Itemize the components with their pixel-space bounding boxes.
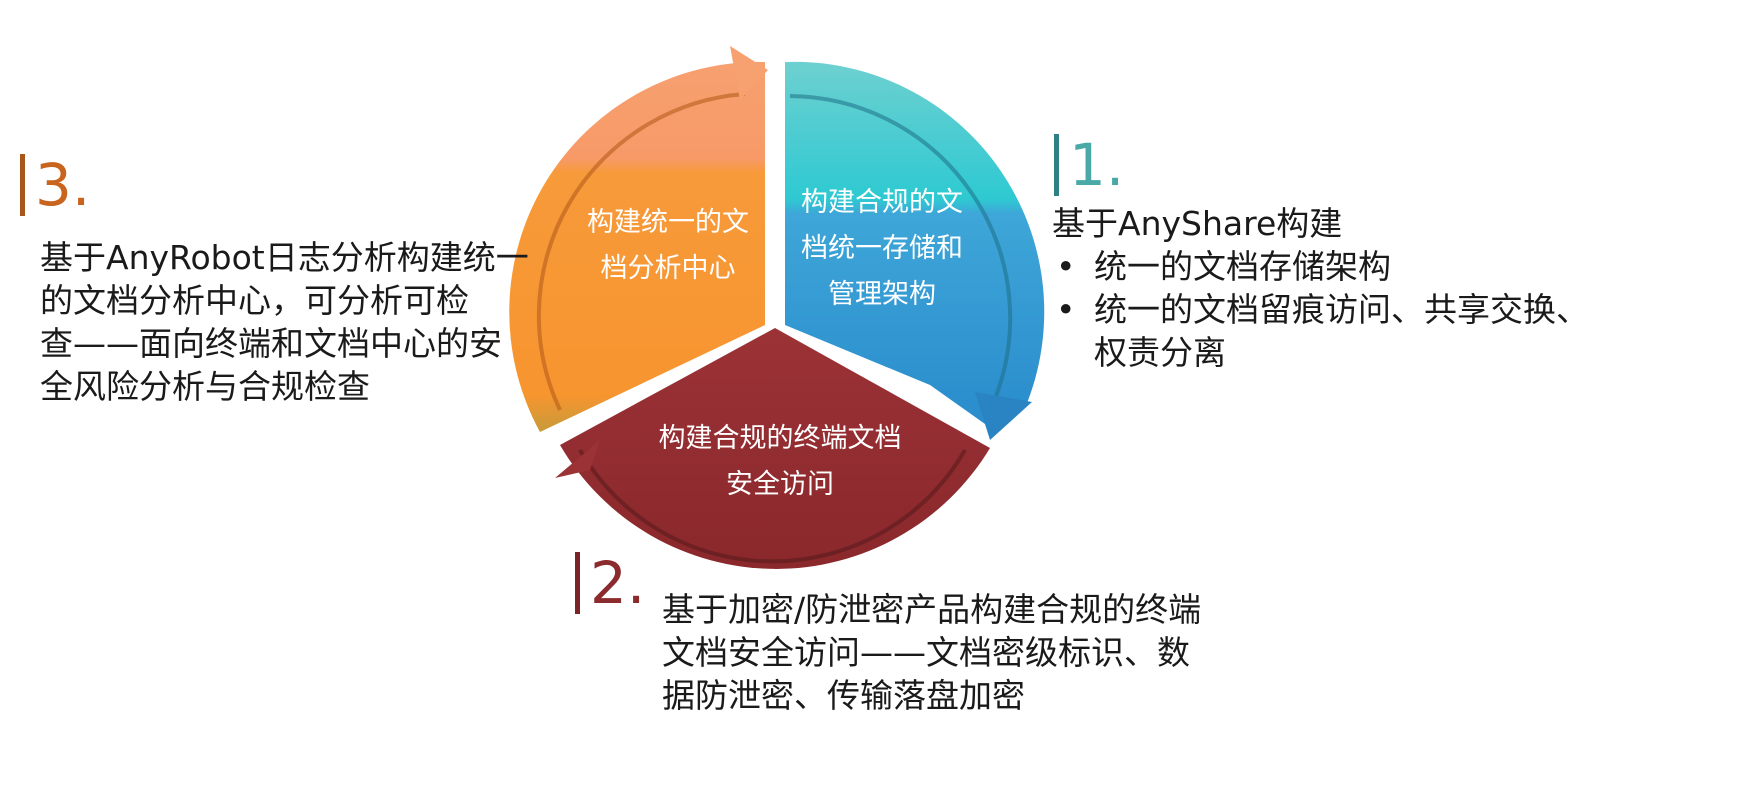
item-2-bar <box>575 552 580 614</box>
segment-storage-line-3: 管理架构 <box>828 279 936 310</box>
segment-storage-line-2: 档统一存储和 <box>801 233 963 264</box>
item-3-number-block: 3. <box>20 154 90 216</box>
item-1-bullet-1-text: 统一的文档存储架构 <box>1094 247 1391 286</box>
red-arrow-track <box>578 449 967 564</box>
item-1-description: 基于AnyShare构建 统一的文档存储架构 统一的文档留痕访问、共享交换、 权… <box>1052 202 1589 374</box>
segment-analysis-label: 构建统一的文 档分析中心 <box>578 200 758 292</box>
red-arrow-head <box>555 440 600 478</box>
item-1-heading: 基于AnyShare构建 <box>1052 204 1343 243</box>
item-1-bullet-2-line-2: 权责分离 <box>1094 333 1226 372</box>
item-2-number: 2. <box>590 549 646 617</box>
orange-arrow-track <box>536 92 746 411</box>
item-3-line-4: 全风险分析与合规检查 <box>40 367 370 406</box>
segment-endpoint-line-1: 构建合规的终端文档 <box>658 423 902 454</box>
item-3-description: 基于AnyRobot日志分析构建统一 的文档分析中心，可分析可检 查——面向终端… <box>40 236 529 408</box>
item-1-bar <box>1054 134 1059 196</box>
segment-storage <box>785 61 1045 425</box>
item-1-number: 1. <box>1069 131 1125 199</box>
item-2-description: 基于加密/防泄密产品构建合规的终端 文档安全访问——文档密级标识、数 据防泄密、… <box>662 588 1201 717</box>
segment-endpoint <box>560 328 990 569</box>
item-1-bullet-1: 统一的文档存储架构 <box>1052 245 1589 288</box>
segment-analysis <box>509 61 765 432</box>
item-3-bar <box>20 154 25 216</box>
segment-storage-label: 构建合规的文 档统一存储和 管理架构 <box>792 180 972 318</box>
item-1-bullet-2-line-1: 统一的文档留痕访问、共享交换、 <box>1094 290 1589 329</box>
orange-arrow-head <box>730 46 768 100</box>
segment-analysis-line-1: 构建统一的文 <box>587 207 749 238</box>
item-3-line-1: 基于AnyRobot日志分析构建统一 <box>40 238 529 277</box>
item-2-line-2: 文档安全访问——文档密级标识、数 <box>662 633 1190 672</box>
item-3-line-2: 的文档分析中心，可分析可检 <box>40 281 469 320</box>
item-2-line-3: 据防泄密、传输落盘加密 <box>662 676 1025 715</box>
segment-analysis-line-2: 档分析中心 <box>600 253 736 284</box>
item-3-number: 3. <box>35 151 91 219</box>
segment-endpoint-line-2: 安全访问 <box>726 469 834 500</box>
item-1-bullet-2: 统一的文档留痕访问、共享交换、 权责分离 <box>1052 288 1589 374</box>
segment-endpoint-label: 构建合规的终端文档 安全访问 <box>650 416 910 508</box>
teal-arrow-track <box>789 94 1013 397</box>
item-1-bullets: 统一的文档存储架构 统一的文档留痕访问、共享交换、 权责分离 <box>1052 245 1589 374</box>
item-2-number-block: 2. <box>575 552 645 614</box>
item-2-line-1: 基于加密/防泄密产品构建合规的终端 <box>662 590 1202 629</box>
item-1-number-block: 1. <box>1054 134 1124 196</box>
item-3-line-3: 查——面向终端和文档中心的安 <box>40 324 502 363</box>
segment-storage-line-1: 构建合规的文 <box>801 187 963 218</box>
teal-arrow-head <box>975 392 1032 440</box>
